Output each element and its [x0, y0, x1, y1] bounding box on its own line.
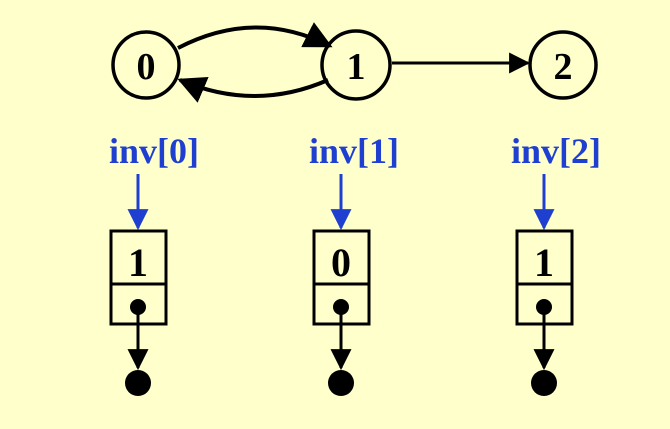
list-node-value: 1 — [128, 240, 148, 285]
node-label: 0 — [137, 46, 156, 88]
list-node-value: 0 — [331, 240, 351, 285]
graph-node-1: 1 — [320, 29, 392, 101]
null-terminator — [125, 370, 151, 396]
null-terminator — [531, 370, 557, 396]
list-node-value: 1 — [534, 240, 554, 285]
null-terminator — [328, 370, 354, 396]
inv-label: inv[0] — [109, 131, 199, 171]
edge-0-to-1 — [177, 22, 333, 50]
inverse-list-2: inv[2] 1 — [511, 131, 601, 396]
inverse-list-0: inv[0] 1 — [109, 131, 199, 396]
graph-node-0: 0 — [111, 30, 181, 100]
inverse-list-1: inv[1] 0 — [309, 131, 399, 396]
inv-label: inv[1] — [309, 131, 399, 171]
node-label: 2 — [554, 46, 573, 88]
inv-label: inv[2] — [511, 131, 601, 171]
graph-node-2: 2 — [528, 30, 598, 100]
edge-1-to-0 — [177, 77, 329, 103]
node-label: 1 — [347, 46, 366, 88]
